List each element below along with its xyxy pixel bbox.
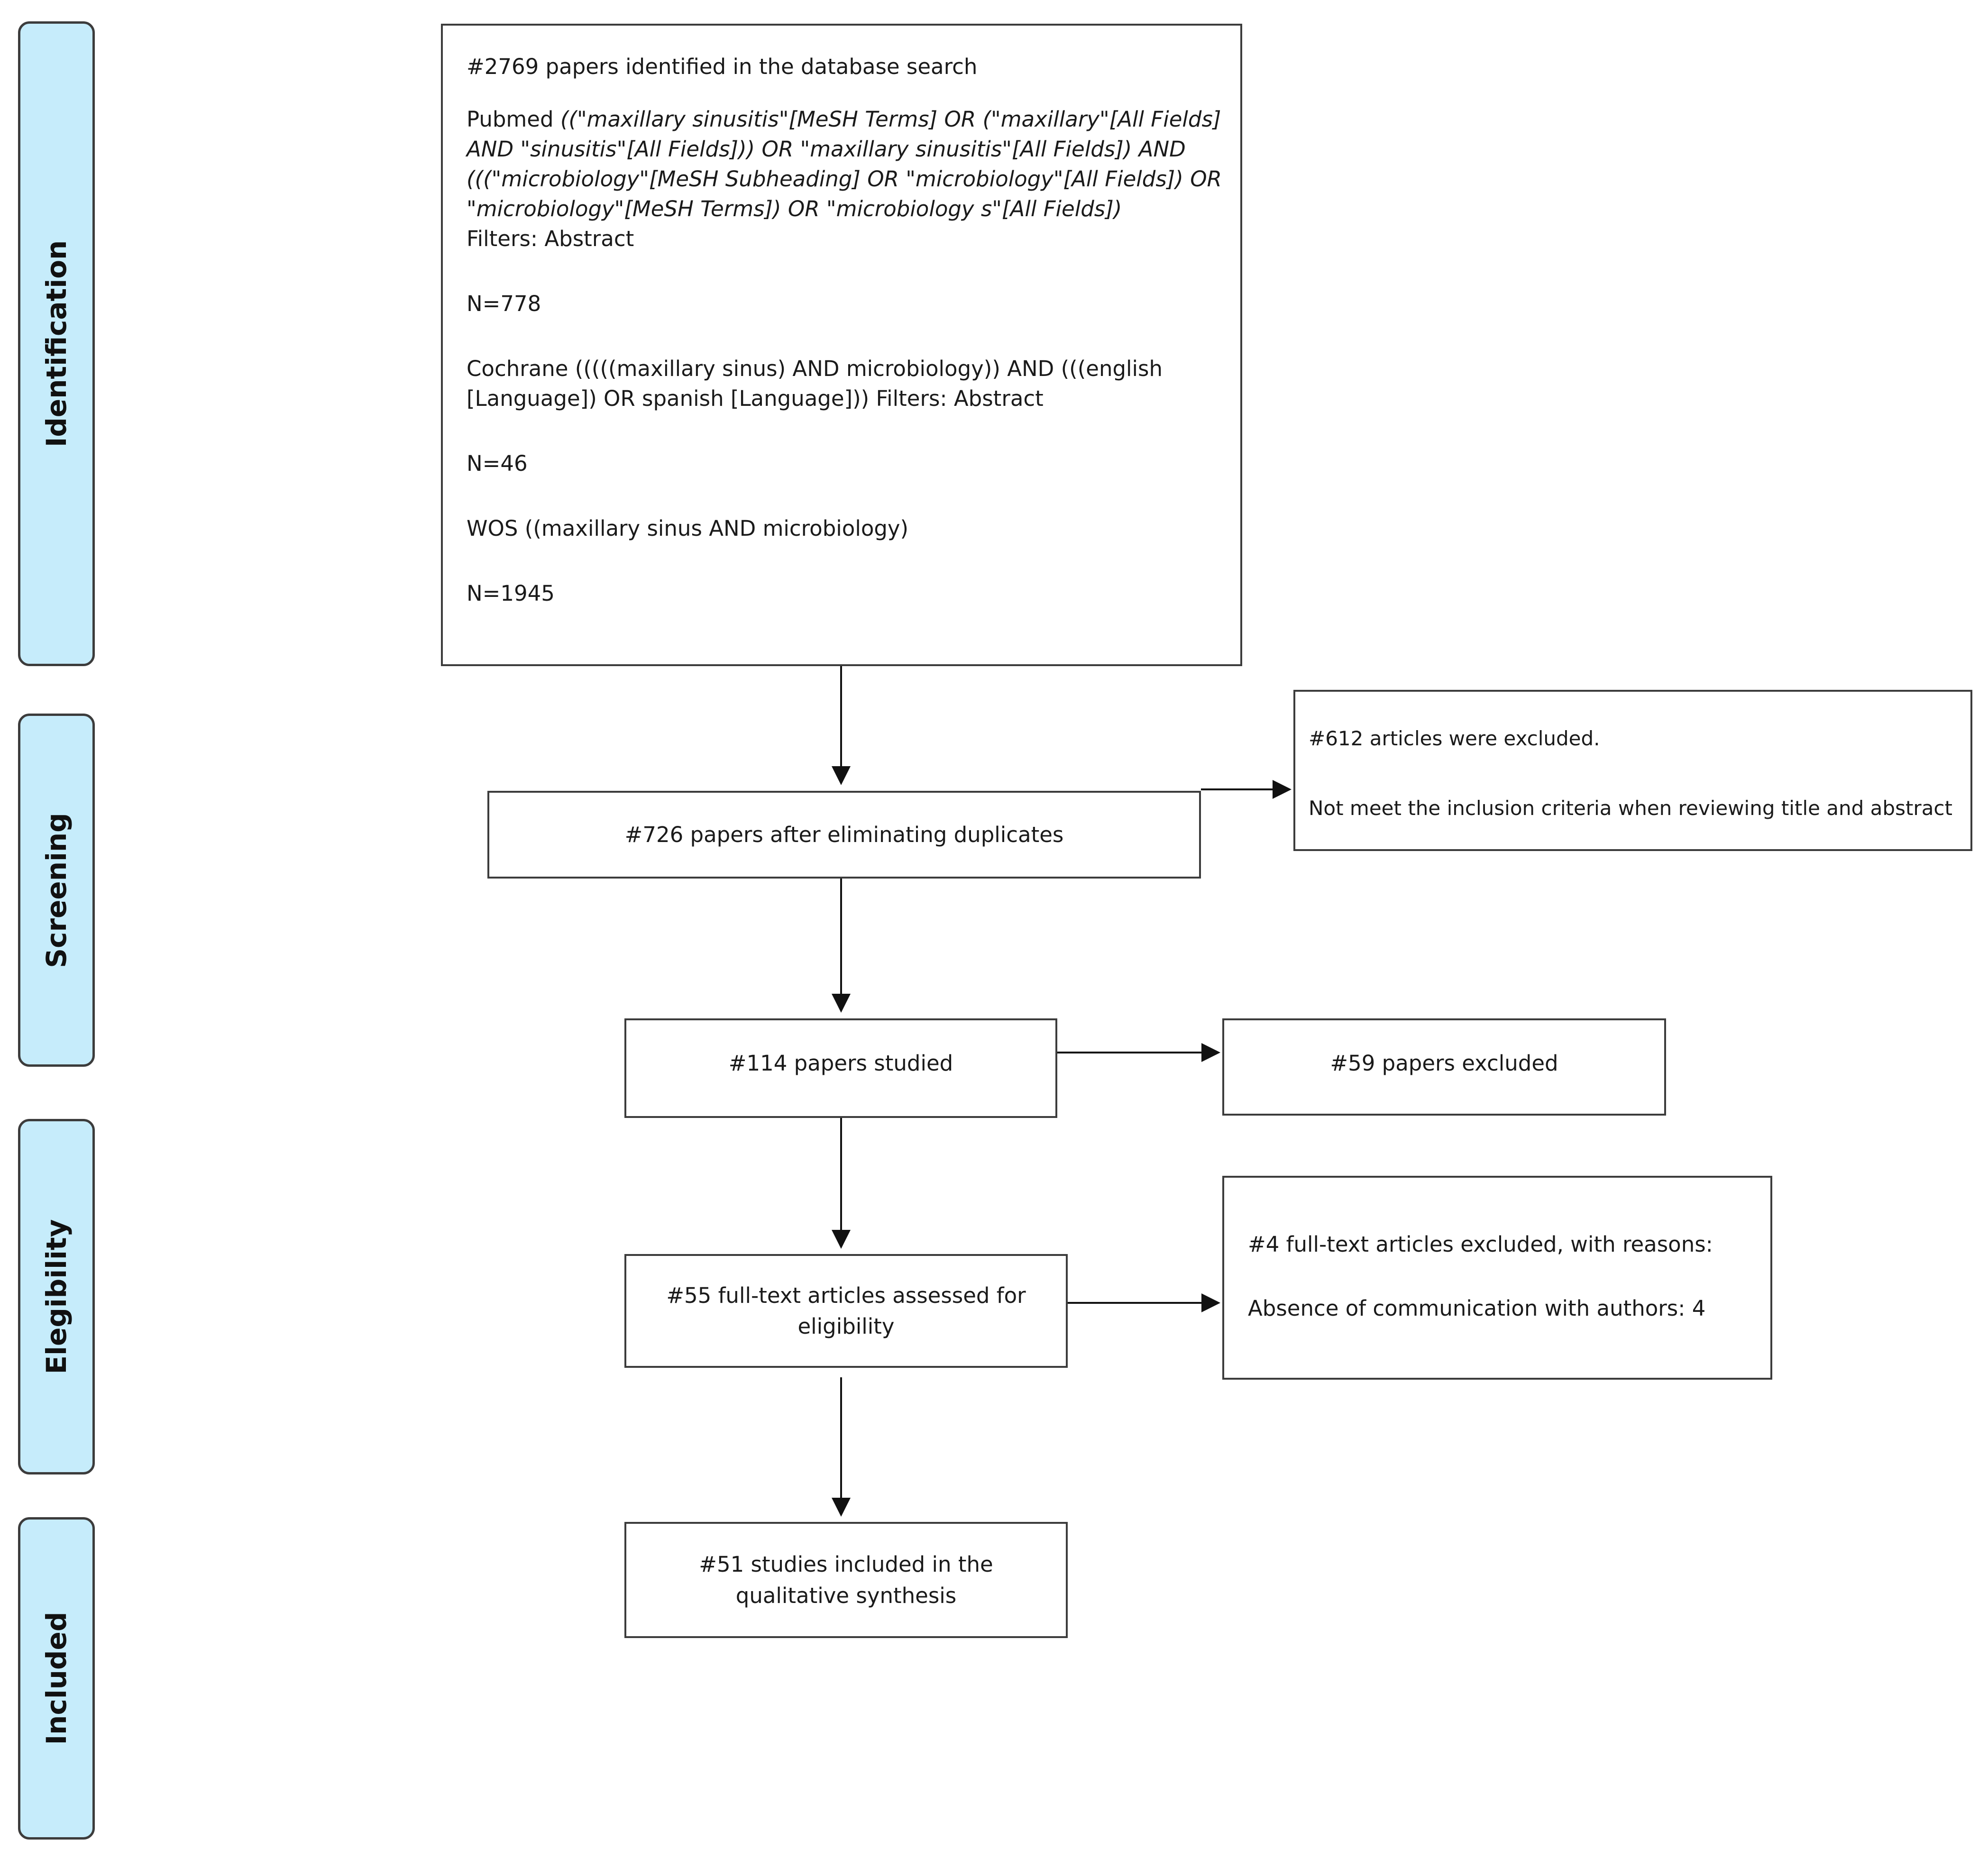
pubmed-count: N=778 bbox=[467, 291, 541, 316]
excluded-59-box: #59 papers excluded bbox=[1222, 1018, 1666, 1116]
search-total: #2769 papers identified in the database … bbox=[467, 54, 978, 79]
included-studies-line-2: qualitative synthesis bbox=[735, 1583, 957, 1608]
pubmed-query-4: "microbiology"[MeSH Terms]) OR "microbio… bbox=[467, 196, 1122, 221]
phase-elegibility: Elegibility bbox=[18, 1119, 95, 1474]
excluded-612-box: #612 articles were excluded. Not meet th… bbox=[1293, 690, 1972, 851]
excluded-612-reason: Not meet the inclusion criteria when rev… bbox=[1309, 796, 1952, 820]
cochrane-count: N=46 bbox=[467, 451, 528, 476]
excluded-4-text: #4 full-text articles excluded, with rea… bbox=[1248, 1232, 1713, 1257]
wos-count: N=1945 bbox=[467, 581, 555, 606]
fulltext-assessed-line-2: eligibility bbox=[797, 1314, 895, 1339]
pubmed-label: Pubmed bbox=[467, 107, 554, 132]
excluded-4-reason: Absence of communication with authors: 4 bbox=[1248, 1296, 1706, 1321]
pubmed-query-3: ((("microbiology"[MeSH Subheading] OR "m… bbox=[467, 166, 1222, 192]
after-duplicates-text: #726 papers after eliminating duplicates bbox=[624, 822, 1064, 847]
after-duplicates-box: #726 papers after eliminating duplicates bbox=[487, 791, 1201, 879]
pubmed-query-1: (("maxillary sinusitis"[MeSH Terms] OR (… bbox=[560, 107, 1221, 132]
included-studies-box: #51 studies included in the qualitative … bbox=[624, 1522, 1068, 1638]
database-search-box: #2769 papers identified in the database … bbox=[441, 24, 1242, 666]
papers-studied-text: #114 papers studied bbox=[728, 1051, 953, 1076]
cochrane-query-2: [Language]) OR spanish [Language])) Filt… bbox=[467, 386, 1044, 411]
wos-query: WOS ((maxillary sinus AND microbiology) bbox=[467, 516, 909, 541]
pubmed-line-1: Pubmed (("maxillary sinusitis"[MeSH Term… bbox=[467, 104, 1221, 134]
papers-studied-box: #114 papers studied bbox=[624, 1018, 1057, 1118]
excluded-59-text: #59 papers excluded bbox=[1330, 1051, 1558, 1076]
cochrane-query-1: Cochrane (((((maxillary sinus) AND micro… bbox=[467, 356, 1163, 381]
phase-screening: Screening bbox=[18, 714, 95, 1067]
pubmed-query-2: AND "sinusitis"[All Fields])) OR "maxill… bbox=[467, 137, 1186, 162]
phase-included: Included bbox=[18, 1517, 95, 1840]
fulltext-assessed-line-1: #55 full-text articles assessed for bbox=[666, 1282, 1026, 1308]
included-studies-line-1: #51 studies included in the bbox=[699, 1552, 993, 1577]
phase-identification: Identification bbox=[18, 21, 95, 666]
pubmed-filters: Filters: Abstract bbox=[467, 226, 634, 251]
excluded-4-box: #4 full-text articles excluded, with rea… bbox=[1222, 1176, 1772, 1380]
fulltext-assessed-box: #55 full-text articles assessed for elig… bbox=[624, 1254, 1068, 1368]
excluded-612-text: #612 articles were excluded. bbox=[1309, 727, 1600, 750]
